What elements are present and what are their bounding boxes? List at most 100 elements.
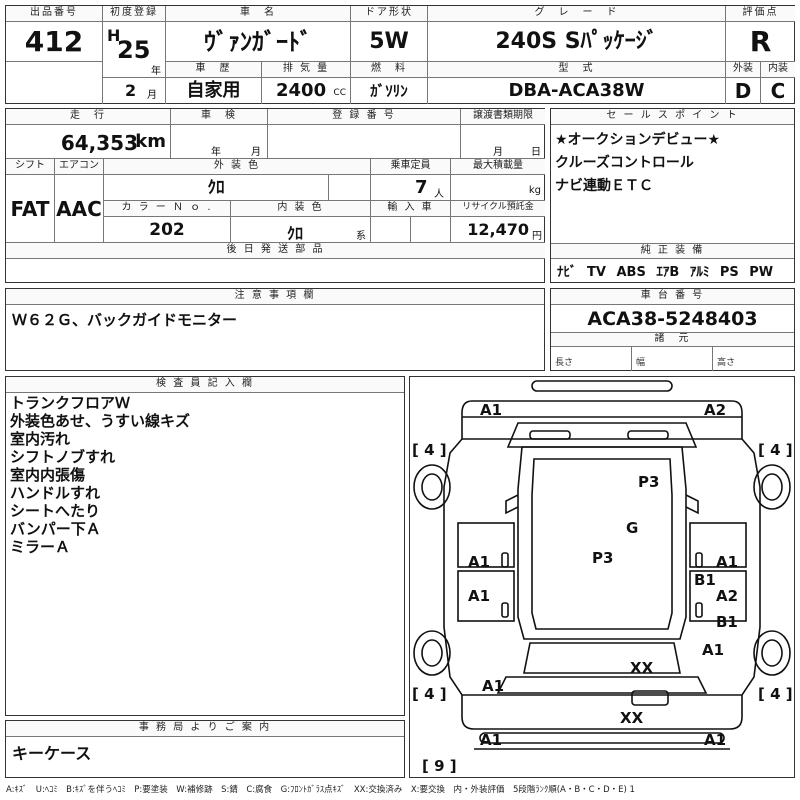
left-handle-1 xyxy=(501,552,509,568)
right-door-rear xyxy=(689,570,747,622)
inspector-line: 外装色あせ、うすい線キズ xyxy=(10,412,191,430)
interior-score: C xyxy=(770,79,786,103)
wiper-right xyxy=(627,430,669,440)
wheel-fr-inner xyxy=(761,473,783,501)
sales-point-item: クルーズコントロール xyxy=(555,155,694,171)
mark-a1-right-rear: A1 xyxy=(702,641,724,659)
mark-g-glass: G xyxy=(626,519,638,537)
max-load-cell: kg xyxy=(451,175,545,201)
mark-a1-left-front-door: A1 xyxy=(468,553,490,571)
right-handle-1 xyxy=(695,552,703,568)
equipment-item: ﾅﾋﾞ xyxy=(557,265,577,280)
reg-no-value xyxy=(268,125,461,159)
aircon: AAC xyxy=(55,175,104,243)
first-reg-year-cell: H 25 年 xyxy=(103,22,166,78)
rear-window xyxy=(523,642,681,674)
genuine-equipment-list: ﾅﾋﾞ TV ABS ｴｱB ｱﾙﾐ PS PW xyxy=(557,261,773,280)
notes-text: Ｗ６２Ｇ、バックガイドモニター xyxy=(12,311,238,329)
chassis-block: 車 台 番 号 ACA38-5248403 諸 元 長さ 幅 高さ xyxy=(550,288,795,371)
car-diagram: A1 A2 [ 4 ] [ 4 ] P3 G P3 A1 A1 A1 B1 A2… xyxy=(412,380,793,775)
sales-points-list: ★オークションデビュー★ クルーズコントロール ナビ連動ＥＴＣ xyxy=(555,129,720,198)
mark-xx-bumper: XX xyxy=(620,709,644,727)
fuel-label: 燃 料 xyxy=(351,62,428,78)
interior-label: 内装 xyxy=(761,62,795,78)
ext-color: ｸﾛ xyxy=(104,175,329,201)
wheel-fl xyxy=(413,464,451,510)
inspector-line: ミラーＡ xyxy=(10,538,71,556)
inspector-block: 検 査 員 記 入 欄 トランクフロアＷ 外装色あせ、うすい線キズ 室内汚れ シ… xyxy=(5,376,405,716)
mark-a1-rear-left: A1 xyxy=(480,731,502,749)
lot-blank xyxy=(6,62,103,104)
wheel-rl xyxy=(413,630,451,676)
int-color: ｸﾛ xyxy=(287,224,304,243)
car-diagram-block: A1 A2 [ 4 ] [ 4 ] P3 G P3 A1 A1 A1 B1 A2… xyxy=(409,376,795,778)
import-label: 輸 入 車 xyxy=(371,201,451,217)
tire-rl-grade: [ 4 ] xyxy=(412,685,447,703)
inspection-label: 車 検 xyxy=(171,109,268,125)
history: 自家用 xyxy=(166,78,262,104)
wiper-left xyxy=(529,430,571,440)
left-handle-2 xyxy=(501,602,509,618)
grade: 240S Sﾊﾟｯｹｰｼﾞ xyxy=(428,22,726,62)
chassis-number: ACA38-5248403 xyxy=(551,305,794,333)
mark-a2-right: A2 xyxy=(716,587,738,605)
capacity-label: 乗車定員 xyxy=(371,159,451,175)
mirror-right xyxy=(685,494,699,515)
mark-a1-left-rear-door: A1 xyxy=(468,587,490,605)
left-door-front xyxy=(457,522,515,568)
recycle: 12,470 xyxy=(467,220,529,239)
equipment-item: TV xyxy=(587,265,606,280)
mileage-label: 走 行 xyxy=(6,109,171,125)
door-type: 5W xyxy=(351,22,428,62)
body-outline xyxy=(443,438,761,696)
wheel-fr xyxy=(753,464,791,510)
mark-xx-trunk: XX xyxy=(630,659,654,677)
max-load-label: 最大積載量 xyxy=(451,159,545,175)
sales-point-item: ナビ連動ＥＴＣ xyxy=(555,178,653,194)
right-door-front xyxy=(689,522,747,568)
legend: A:ｷｽﾞ U:ﾍｺﾐ B:ｷｽﾞを伴うﾍｺﾐ P:要塗装 W:補修跡 S:錆 … xyxy=(6,785,635,795)
wheel-rr-inner xyxy=(761,639,783,667)
inspector-line: シートへたり xyxy=(10,502,101,520)
transfer-day-unit: 日 xyxy=(531,147,541,158)
capacity-cell: 7 人 xyxy=(371,175,451,201)
inspection-year-unit: 年 xyxy=(211,147,221,158)
fuel: ｶﾞｿﾘﾝ xyxy=(351,78,428,104)
mark-a1-right-front-door: A1 xyxy=(716,553,738,571)
left-door-rear xyxy=(457,570,515,622)
wheel-rl-inner xyxy=(421,639,443,667)
mark-b1-right-1: B1 xyxy=(694,571,716,589)
recycle-cell: 12,470 円 xyxy=(451,217,545,243)
car-name: ｳﾞｧﾝｶﾞｰﾄﾞ xyxy=(166,22,351,62)
mileage: 64,353 xyxy=(60,131,138,155)
office-text: キーケース xyxy=(12,744,92,763)
shift-label: シフト xyxy=(6,159,55,175)
inspector-line: ハンドルすれ xyxy=(10,484,101,502)
history-label: 車 歴 xyxy=(166,62,262,78)
capacity-unit: 人 xyxy=(434,189,444,200)
displacement-label: 排 気 量 xyxy=(262,62,351,78)
exterior-label: 外装 xyxy=(726,62,761,78)
recycle-unit: 円 xyxy=(532,231,542,242)
ext-color-extra xyxy=(329,175,371,201)
displacement-cell: 2400 CC xyxy=(262,78,351,104)
genuine-equipment-label: 純 正 装 備 xyxy=(551,243,794,259)
roof-inner xyxy=(531,458,673,630)
front-lip xyxy=(531,380,673,392)
windshield xyxy=(506,422,698,448)
capacity: 7 xyxy=(415,177,428,198)
mileage-unit: km xyxy=(135,131,166,152)
lot-number: 412 xyxy=(6,22,103,62)
transfer-label: 譲渡書類期限 xyxy=(461,109,545,125)
lot-label: 出品番号 xyxy=(6,6,103,22)
mark-b1-right-2: B1 xyxy=(716,613,738,631)
inspector-lines: トランクフロアＷ 外装色あせ、うすい線キズ 室内汚れ シフトノブすれ 室内内張傷… xyxy=(10,394,190,556)
spec-length: 長さ xyxy=(551,347,632,371)
specs-label: 諸 元 xyxy=(551,333,794,347)
first-reg-month: 2 xyxy=(125,81,137,100)
rear-bumper xyxy=(461,695,743,730)
max-load-unit: kg xyxy=(528,185,541,196)
tire-rr-grade: [ 4 ] xyxy=(758,685,793,703)
mileage-cell: 64,353 km xyxy=(6,125,171,159)
mark-a1-front-left: A1 xyxy=(480,401,502,419)
